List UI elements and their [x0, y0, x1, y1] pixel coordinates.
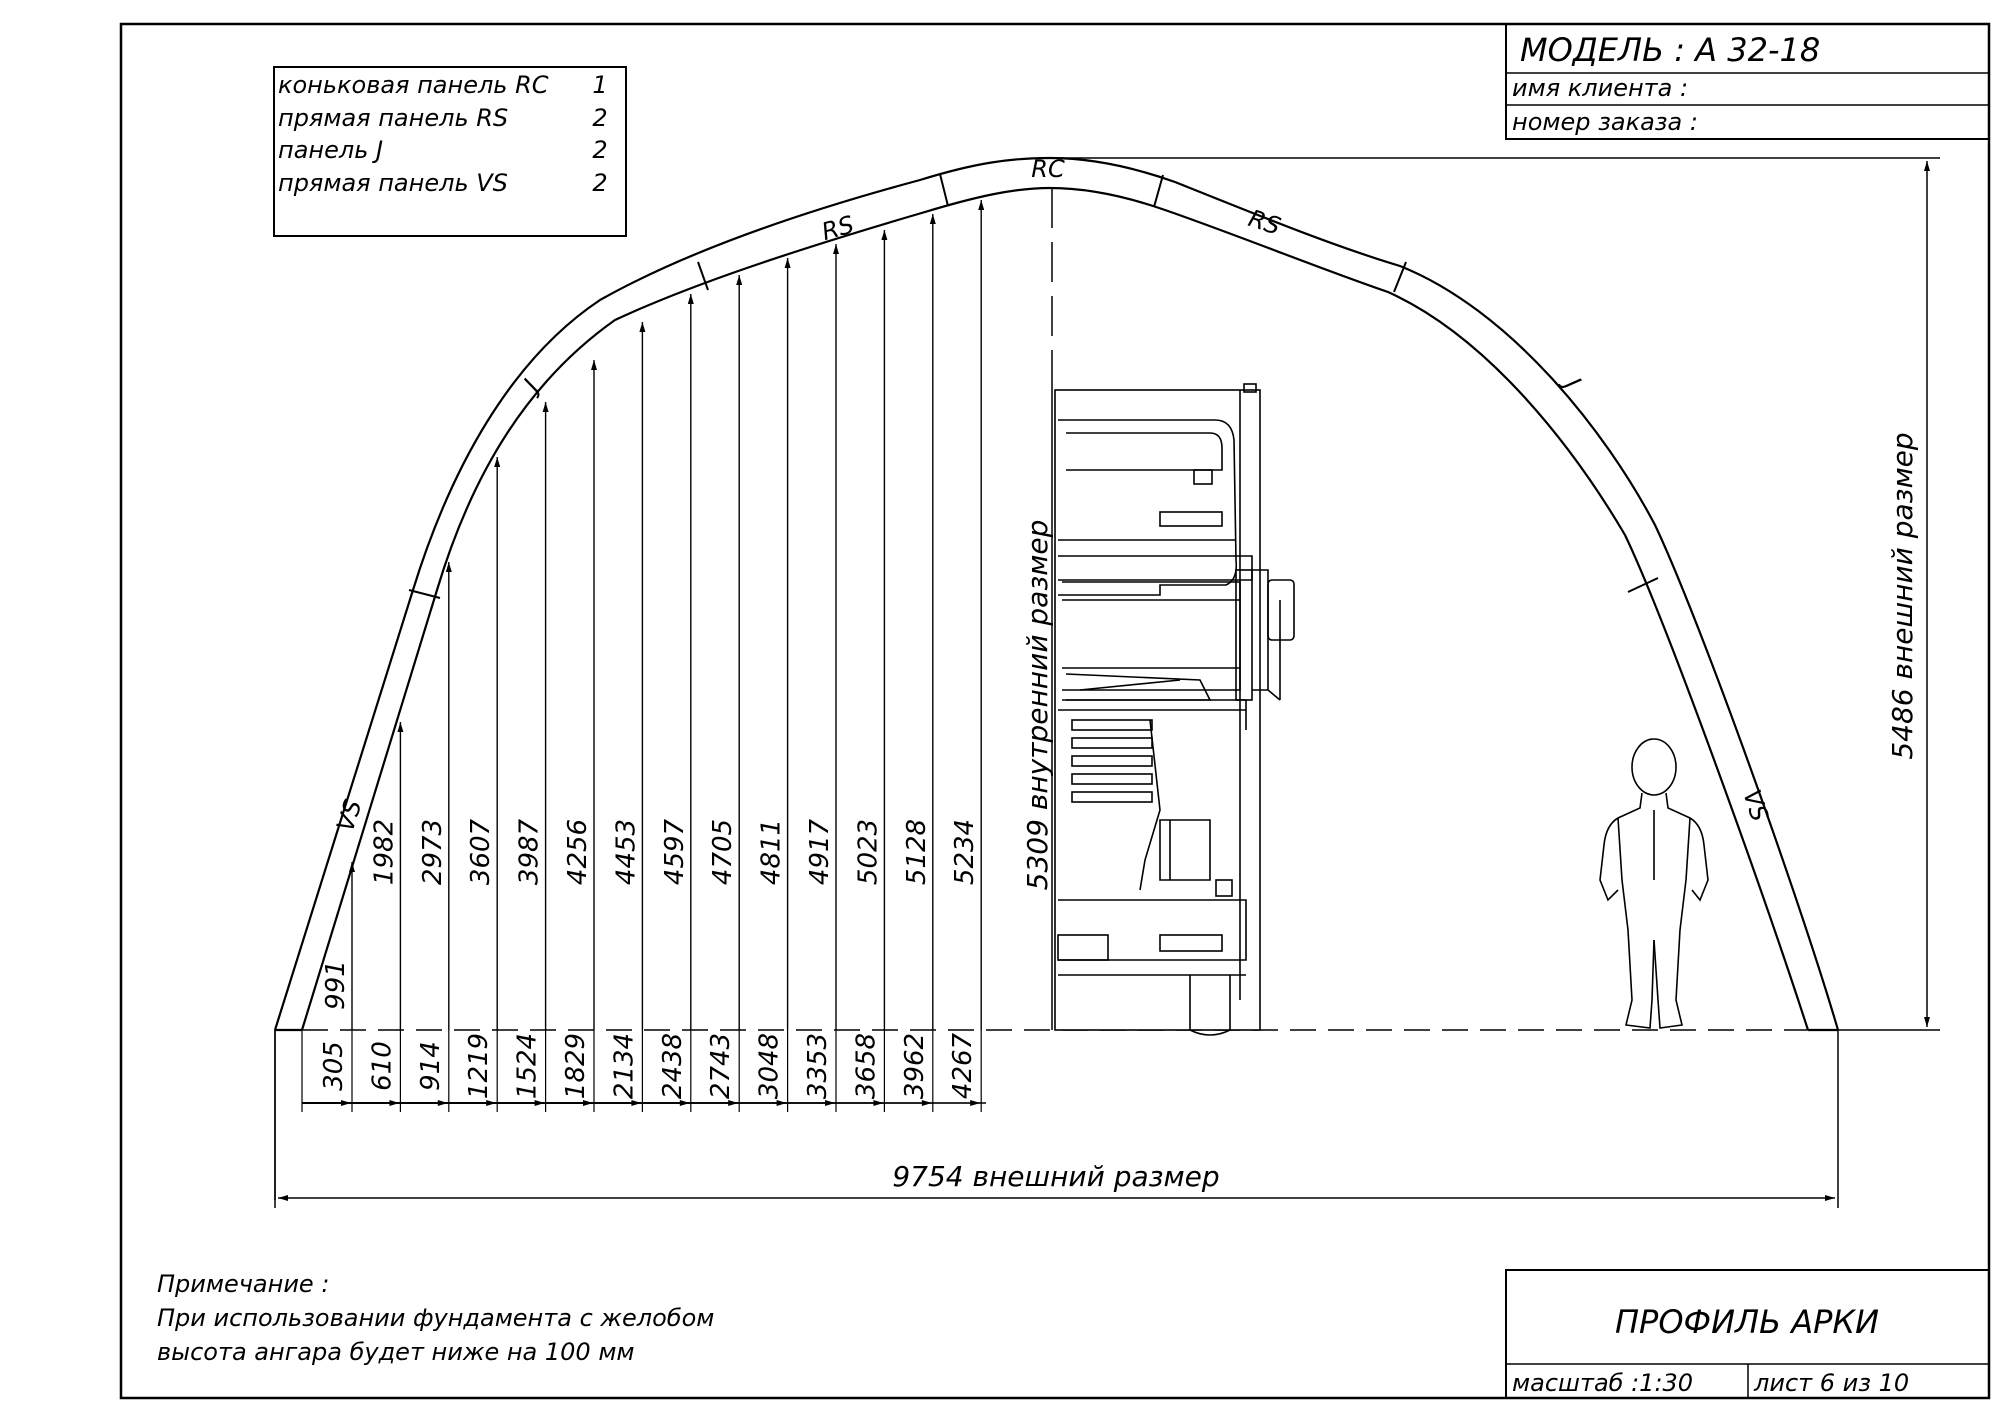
height-dimension-label: 2973 [418, 819, 448, 885]
offset-dimension-label: 1524 [513, 1033, 543, 1099]
legend-item-name: панель J [278, 136, 383, 164]
width-dimension: 9754 внешний размер [274, 1030, 1839, 1208]
height-dimension-label: 5023 [853, 819, 883, 885]
height-dimension-label: 4705 [708, 819, 738, 885]
scale-label: масштаб :1:30 [1512, 1369, 1693, 1397]
sheet-border [119, 22, 1991, 1400]
legend-item-qty: 2 [592, 169, 607, 197]
height-dimension-label: 4917 [805, 818, 835, 885]
note-line-2: высота ангара будет ниже на 100 мм [157, 1338, 635, 1366]
legend-item-qty: 2 [592, 104, 607, 132]
drawing-title: ПРОФИЛЬ АРКИ [1615, 1303, 1879, 1341]
note-block: Примечание : При использовании фундамент… [157, 1270, 714, 1366]
legend-item-qty: 1 [592, 71, 607, 99]
note-title: Примечание : [157, 1270, 329, 1298]
panel-joints [408, 173, 1659, 599]
offset-dimension-label: 1219 [464, 1033, 494, 1099]
client-label: имя клиента : [1512, 74, 1688, 102]
offset-dimension-label: 2134 [609, 1033, 639, 1099]
note-line-1: При использовании фундамента с желобом [157, 1304, 714, 1332]
height-dimensions: 991 1982 2973 3607 3987 4256 4453 4597 4705 4811 4… [321, 200, 985, 1030]
legend-item-name: коньковая панель RC [278, 71, 549, 99]
title-block-top: МОДЕЛЬ : А 32-18 имя клиента : номер зак… [1505, 23, 1990, 140]
outer-height-label: 5486 внешний размер [1886, 432, 1919, 759]
panel-legend: коньковая панель RC 1 прямая панель RS 2… [273, 66, 627, 237]
height-dimension-label: 5234 [950, 819, 980, 885]
panel-label-rs-left: RS [819, 210, 857, 246]
truck-drawing [1054, 383, 1295, 1036]
offset-dimension-label: 3658 [851, 1033, 881, 1099]
height-dimension-label: 4811 [757, 819, 787, 885]
height-dimension-label: 4256 [563, 819, 593, 885]
offset-dimension-label: 3353 [803, 1033, 833, 1099]
height-dimension-label: 5128 [902, 819, 932, 885]
sheet-number: лист 6 из 10 [1753, 1369, 1909, 1397]
height-dimension-label: 3987 [515, 818, 545, 885]
offset-dimension-label: 1829 [561, 1033, 591, 1099]
title-block-bottom: ПРОФИЛЬ АРКИ масштаб :1:30 лист 6 из 10 [1505, 1269, 1990, 1399]
arch-inner-line [300, 186, 1810, 1031]
offset-dimension-label: 305 [319, 1041, 349, 1091]
offset-dimension-label: 2743 [706, 1033, 736, 1099]
panel-label-vs-left: VS [331, 796, 367, 835]
panel-label-j-right: J [1557, 369, 1586, 394]
offset-dimensions: 305 610 914 1219 1524 1829 2134 2438 2743 3048 335… [301, 1030, 982, 1112]
inner-height-label: 5309 внутренний размер [1021, 520, 1054, 891]
offset-dimension-label: 3048 [755, 1033, 785, 1099]
person-figure [1599, 738, 1709, 1029]
offset-dimension-label: 4267 [948, 1032, 978, 1099]
height-dimension-label: 4597 [660, 818, 690, 885]
offset-dimension-label: 2438 [658, 1033, 688, 1099]
offset-dimension-label: 914 [416, 1041, 446, 1091]
height-dimension-label: 991 [321, 960, 351, 1010]
height-dimension-label: 4453 [611, 819, 641, 885]
height-dimension-label: 3607 [466, 818, 496, 885]
arch-profile [273, 156, 1840, 1032]
panel-label-rs-right: RS [1245, 204, 1284, 240]
legend-item-name: прямая панель VS [278, 169, 508, 197]
outer-height-dimension: 5486 внешний размер [1050, 157, 1940, 1031]
height-dimension-label: 1982 [369, 819, 399, 885]
arch-outer-line [273, 156, 1840, 1031]
width-label: 9754 внешний размер [892, 1160, 1219, 1193]
offset-dimension-label: 610 [367, 1041, 397, 1091]
panel-label-rc: RC [1031, 155, 1065, 183]
model-label: МОДЕЛЬ : А 32-18 [1520, 31, 1820, 69]
offset-dimension-label: 3962 [900, 1033, 930, 1099]
order-label: номер заказа : [1512, 108, 1698, 136]
legend-item-name: прямая панель RS [278, 104, 508, 132]
legend-item-qty: 2 [592, 136, 607, 164]
